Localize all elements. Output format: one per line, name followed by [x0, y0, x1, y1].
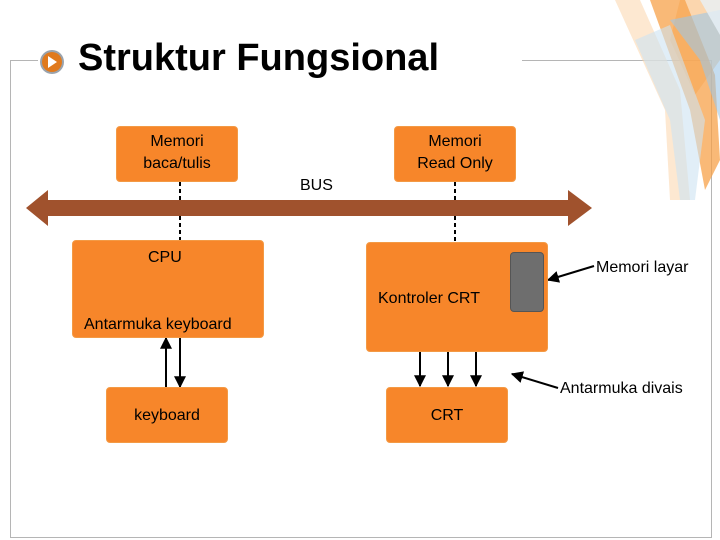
memory-read-write-box: Memori baca/tulis	[116, 126, 238, 182]
frame-top-line-left	[10, 60, 38, 61]
crt-label: CRT	[430, 407, 464, 424]
cpu-label: CPU	[148, 249, 182, 266]
screen-memory-block	[510, 252, 544, 312]
bus-arrow	[26, 190, 592, 226]
title-bullet-icon	[40, 50, 64, 74]
crt-controller-label: Kontroler CRT	[378, 290, 480, 307]
memory-read-only-line1: Memori	[428, 133, 482, 150]
screen-memory-callout-arrow	[546, 265, 595, 283]
device-interface-label: Antarmuka divais	[560, 380, 683, 397]
keyboard-box: keyboard	[106, 387, 228, 443]
memory-read-write-line1: Memori	[150, 133, 204, 150]
crt-box: CRT	[386, 387, 508, 443]
frame-top-line-right	[522, 60, 712, 61]
corner-decoration	[615, 0, 720, 200]
device-interface-callout-arrow	[510, 371, 559, 389]
memory-read-only-line2: Read Only	[417, 155, 493, 172]
keyboard-interface-label: Antarmuka keyboard	[84, 316, 232, 333]
screen-memory-label: Memori layar	[596, 259, 689, 276]
memory-read-only-box: Memori Read Only	[394, 126, 516, 182]
bus-label: BUS	[300, 177, 333, 194]
memory-read-write-line2: baca/tulis	[143, 155, 211, 172]
slide-frame	[10, 60, 712, 538]
page-title: Struktur Fungsional	[78, 37, 439, 79]
cpu-box	[72, 240, 264, 338]
keyboard-label: keyboard	[134, 407, 200, 424]
